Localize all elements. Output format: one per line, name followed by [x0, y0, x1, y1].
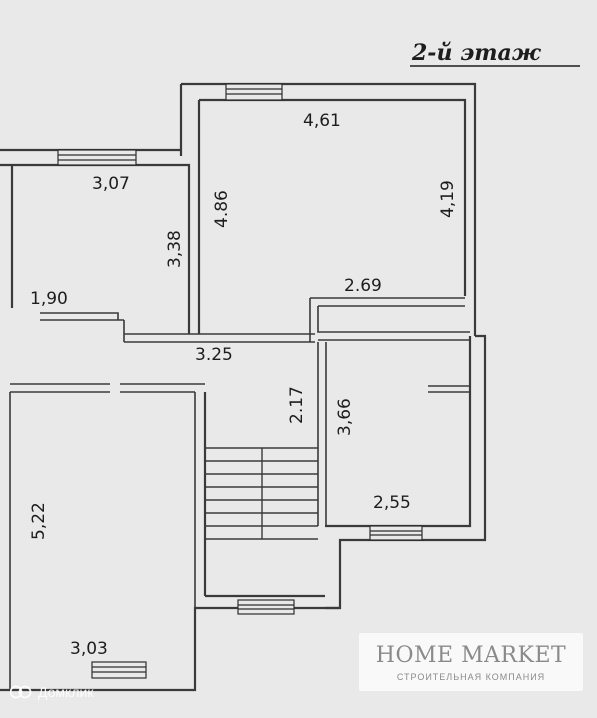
dim-bottom-right-height: 3,66 — [335, 398, 355, 436]
window-left-room — [57, 149, 137, 166]
domclick-text: Домклик — [38, 684, 94, 700]
dim-bottom-left-width: 3,03 — [70, 639, 108, 659]
dim-mid-room-width: 2.69 — [344, 276, 382, 296]
dim-corridor-width: 3.25 — [195, 345, 233, 365]
floor-title: 2-й этаж — [411, 40, 542, 66]
brand-name: HOME MARKET — [375, 642, 567, 668]
dim-top-room-left-height: 4.86 — [212, 190, 232, 228]
dim-corridor-height: 2.17 — [287, 386, 307, 424]
window-stairs — [237, 599, 295, 615]
brand-badge: HOME MARKET СТРОИТЕЛЬНАЯ КОМПАНИЯ — [359, 633, 583, 691]
dim-top-room-right-height: 4,19 — [438, 180, 458, 218]
dim-left-room-height: 3,38 — [165, 230, 185, 268]
dim-left-room-width: 3,07 — [92, 174, 130, 194]
window-top — [225, 83, 283, 101]
inner-walls — [9, 297, 470, 690]
domclick-watermark: Домклик — [10, 684, 93, 700]
window-bottom-left — [91, 661, 147, 679]
outer-walls — [0, 82, 487, 692]
domclick-logo-icon — [10, 685, 32, 699]
staircase — [205, 447, 318, 540]
brand-subtitle: СТРОИТЕЛЬНАЯ КОМПАНИЯ — [396, 671, 546, 682]
dim-small-room-width: 1,90 — [30, 289, 68, 309]
dim-top-room-width: 4,61 — [303, 111, 341, 131]
dim-bottom-left-height: 5,22 — [29, 502, 49, 540]
window-bottom-right — [369, 525, 423, 541]
dim-bottom-right-width: 2,55 — [373, 493, 411, 513]
